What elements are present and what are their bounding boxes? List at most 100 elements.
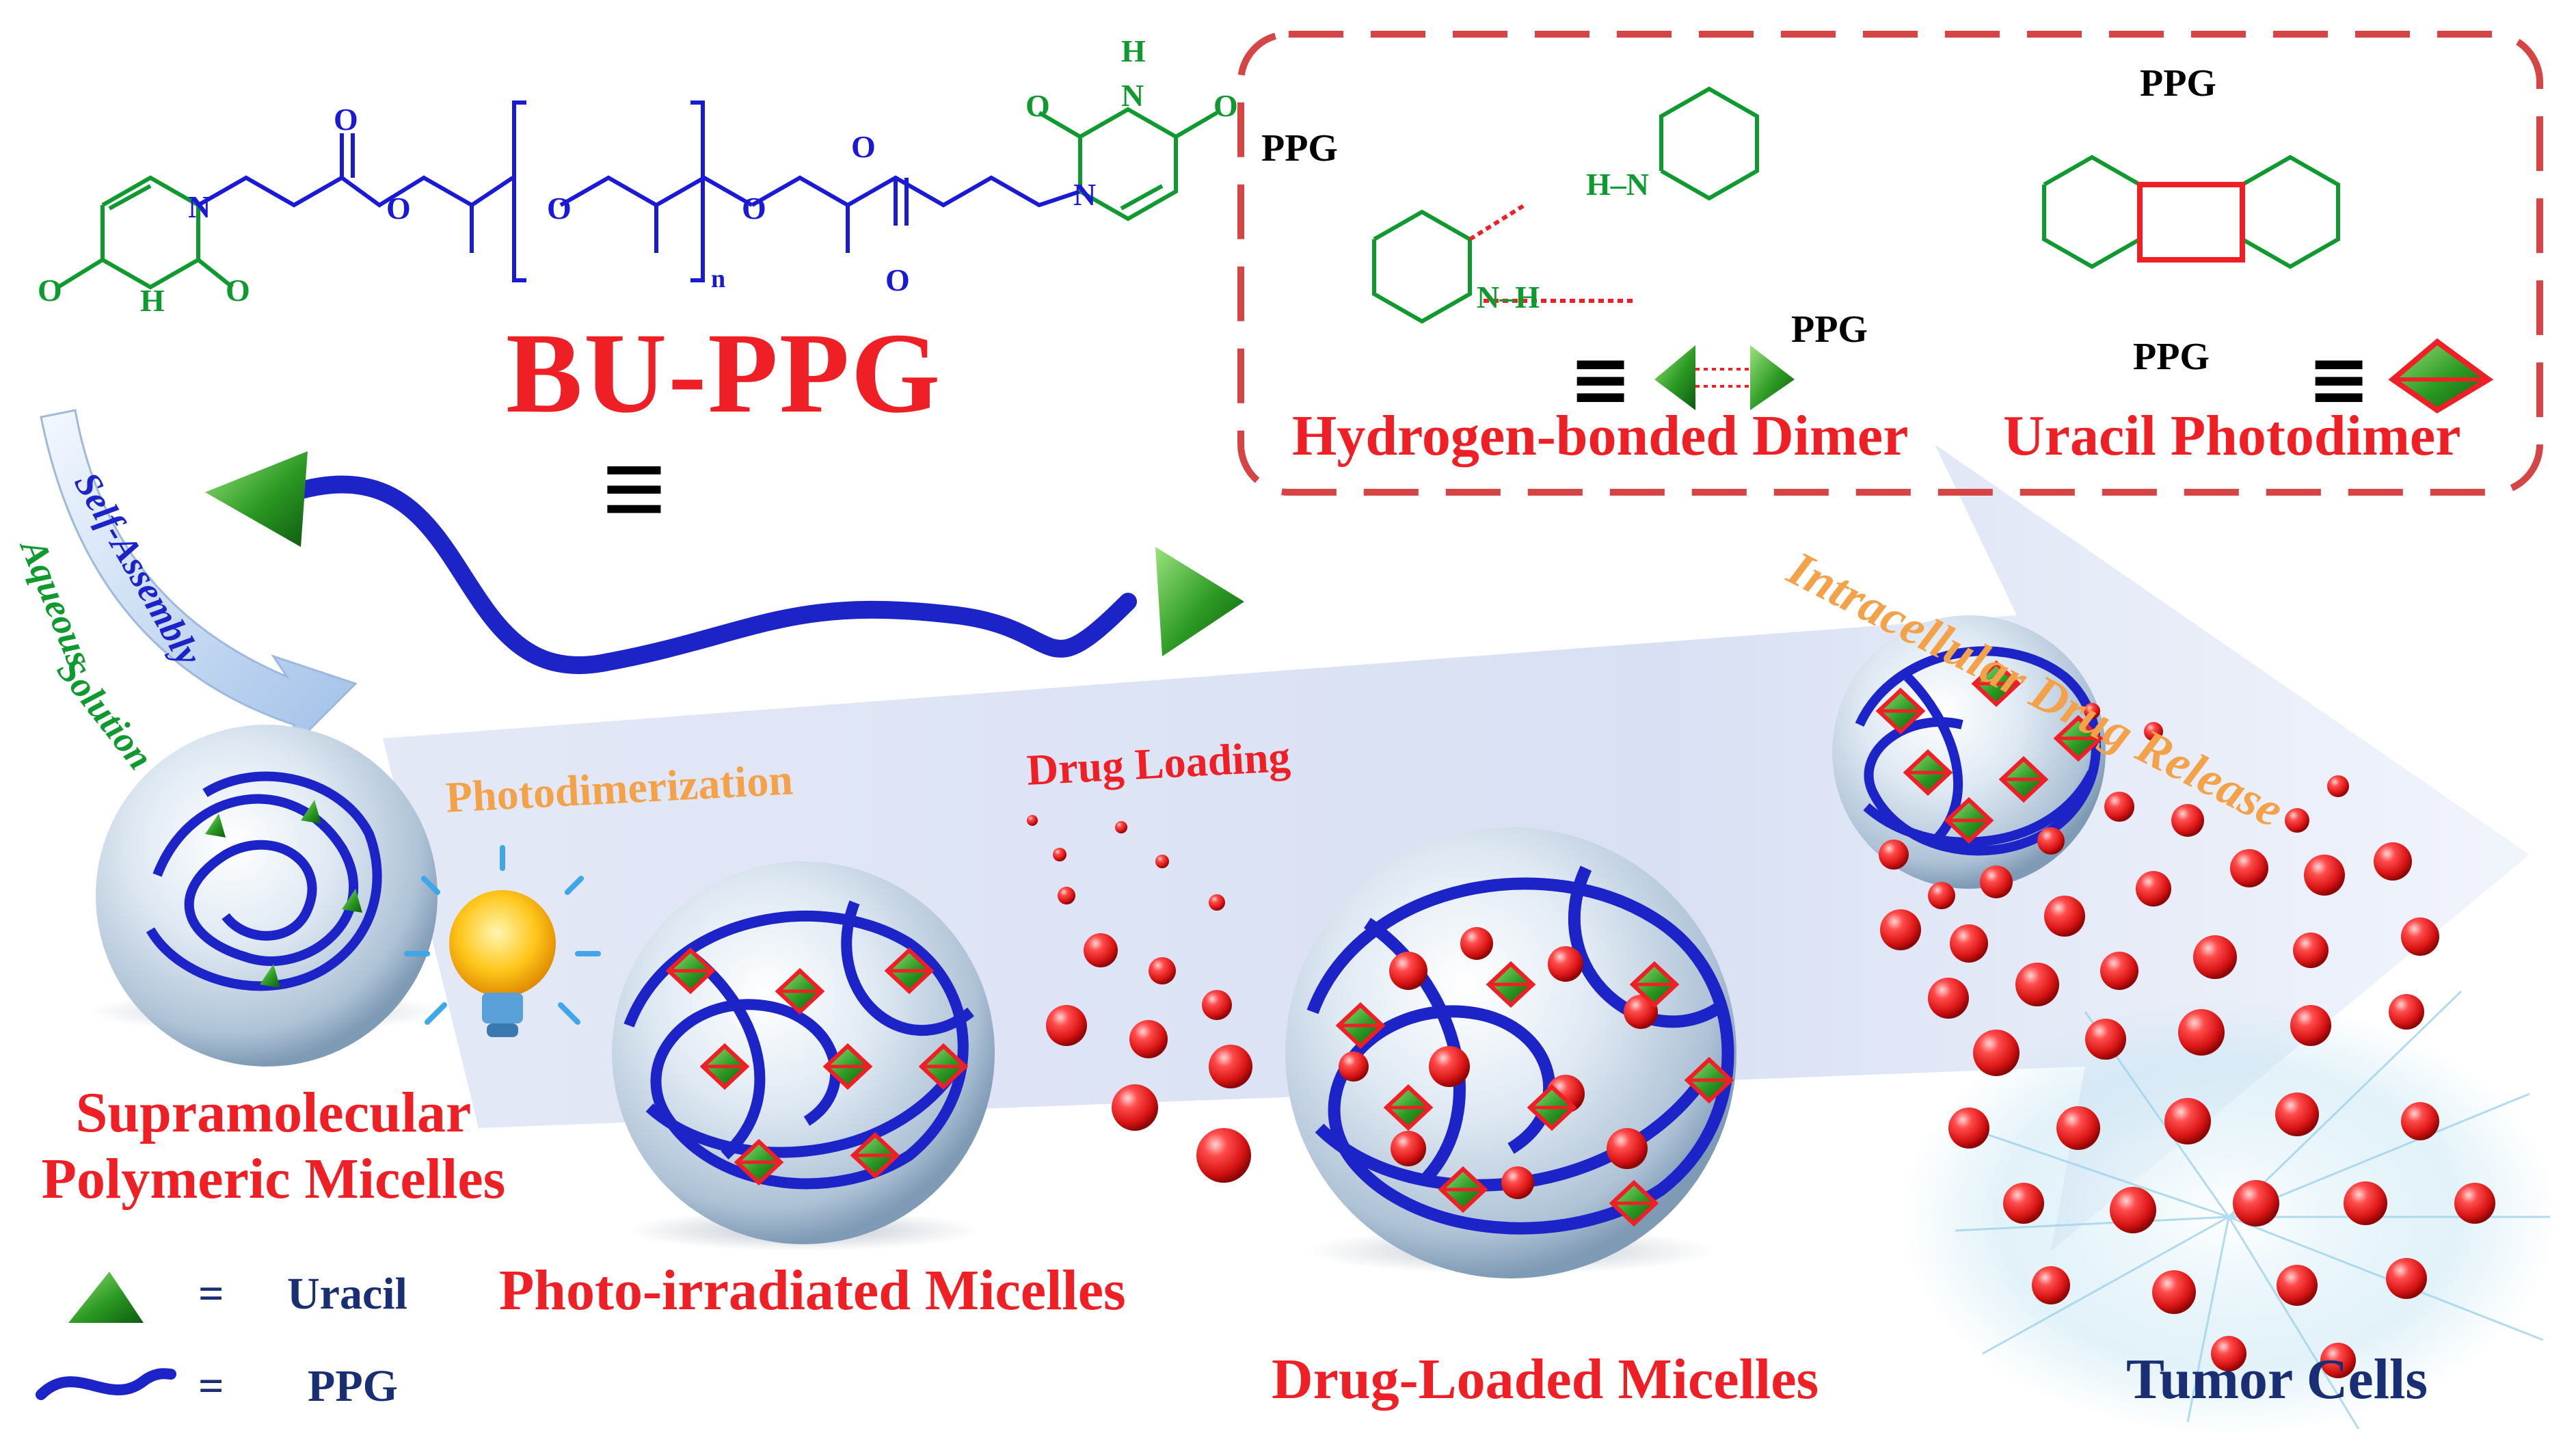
uracil-photodimer-marker xyxy=(775,967,825,1015)
bu-ppg-structure: N H O O O O O n O O O N O N H O xyxy=(38,33,1238,318)
drug-sphere xyxy=(2277,1265,2318,1306)
supramolecular-micelle xyxy=(89,725,444,1067)
drug-sphere xyxy=(2144,722,2163,741)
drug-layer xyxy=(1027,703,2495,1378)
drug-sphere xyxy=(2056,1106,2100,1150)
uracil-photodimer-marker xyxy=(1335,1002,1386,1049)
legend-uracil-label: Uracil xyxy=(287,1269,407,1319)
drug-sphere xyxy=(1624,995,1658,1029)
drug-sphere xyxy=(1115,821,1127,833)
drug-sphere xyxy=(2193,935,2237,979)
drug-sphere xyxy=(1501,1166,1534,1199)
drug-sphere xyxy=(2344,1181,2387,1225)
drug-sphere xyxy=(2285,808,2309,833)
drug-sphere xyxy=(1339,1051,1369,1082)
uracil-photodimer-marker xyxy=(1438,1166,1488,1214)
drug-sphere xyxy=(2230,849,2268,887)
drug-sphere xyxy=(2136,871,2171,907)
uracil-photodimer-marker xyxy=(665,947,716,995)
drug-sphere xyxy=(1196,1128,1251,1183)
uracil-photodimer-marker xyxy=(699,1043,750,1090)
uracil-photodimer-marker xyxy=(1944,796,1994,844)
drug-sphere xyxy=(1429,1046,1470,1087)
drug-sphere xyxy=(2327,775,2349,797)
drug-sphere xyxy=(2304,855,2345,896)
drug-sphere xyxy=(1548,946,1583,982)
ppg-label: PPG xyxy=(1791,308,1868,351)
uracil-photodimer-marker xyxy=(850,1131,900,1179)
drug-sphere xyxy=(2104,792,2134,822)
drug-sphere xyxy=(1209,1045,1252,1088)
atom-o: O xyxy=(1025,88,1050,123)
drug-sphere xyxy=(1880,909,1921,950)
drug-sphere xyxy=(1948,1108,1989,1149)
uracil-triangle-right xyxy=(1155,547,1244,656)
uracil-photodimer-marker xyxy=(1629,961,1680,1008)
drug-sphere xyxy=(1129,1020,1168,1058)
drug-loaded-label: Drug-Loaded Micelles xyxy=(1272,1348,1819,1411)
drug-sphere xyxy=(2015,963,2059,1006)
atom-h: H xyxy=(140,283,165,318)
drug-sphere xyxy=(2164,1098,2211,1144)
uracil-photodimer-marker xyxy=(918,1043,969,1090)
atom-n: N xyxy=(1121,78,1144,113)
atom-o: O xyxy=(885,263,910,297)
ppg-label: PPG xyxy=(2133,336,2210,378)
drug-sphere xyxy=(1053,848,1066,861)
atom-o: O xyxy=(742,191,766,226)
atom-o: O xyxy=(38,273,62,308)
n-h-label: N–H xyxy=(1477,280,1540,314)
drug-sphere xyxy=(2171,804,2204,837)
uracil-photodimer-marker xyxy=(1684,1056,1734,1104)
legend-uracil-icon xyxy=(68,1272,144,1323)
supramolecular-label-line1: Supramolecular xyxy=(75,1081,472,1144)
ppg-label: PPG xyxy=(1261,127,1338,170)
light-bulb-icon xyxy=(404,845,601,1037)
uracil-photodimer-marker xyxy=(822,1043,873,1090)
drug-sphere xyxy=(1928,882,1955,909)
uracil-photodimer-marker xyxy=(1875,687,1926,735)
drug-sphere xyxy=(2374,842,2412,881)
drug-sphere xyxy=(2386,1258,2427,1299)
atom-o: O xyxy=(334,102,358,137)
legend-equals-uracil: = xyxy=(198,1269,224,1319)
drug-sphere xyxy=(2233,1180,2279,1226)
uracil-layer xyxy=(665,660,2104,1227)
uracil-photodimer-marker xyxy=(1609,1179,1659,1227)
drug-sphere xyxy=(1155,855,1169,868)
supramolecular-label-line2: Polymeric Micelles xyxy=(41,1147,506,1211)
drug-sphere xyxy=(2037,827,2065,855)
drug-sphere xyxy=(2152,1270,2196,1314)
hbond-dimer-structure xyxy=(1372,86,1759,324)
drug-sphere xyxy=(2401,1102,2439,1140)
uracil-photodimer-marker xyxy=(1527,1084,1577,1131)
drug-sphere xyxy=(1209,894,1225,911)
uracil-triangle-left xyxy=(205,451,308,547)
atom-o: O xyxy=(226,273,250,308)
drug-sphere xyxy=(2401,917,2439,956)
uracil-photodimer-marker xyxy=(1971,660,2022,708)
drug-sphere xyxy=(1112,1084,1158,1131)
dimer-label: Hydrogen-bonded Dimer xyxy=(1292,404,1909,468)
photodimer-icon xyxy=(2388,338,2494,414)
atom-h: H xyxy=(1121,33,1146,68)
drug-sphere xyxy=(1460,927,1493,960)
legend-ppg-label: PPG xyxy=(308,1361,398,1411)
tumor-cells-label: Tumor Cells xyxy=(2126,1348,2428,1411)
dimer-icon-left xyxy=(1654,345,1695,410)
atom-o: O xyxy=(547,191,572,226)
uracil-photodimer-marker xyxy=(1383,1084,1434,1131)
atom-o: O xyxy=(386,191,411,226)
drug-sphere xyxy=(2084,703,2100,719)
drug-sphere xyxy=(2211,1336,2246,1371)
drug-sphere xyxy=(1973,1030,2020,1076)
photo-irradiated-label: Photo-irradiated Micelles xyxy=(499,1259,1126,1322)
uracil-photodimer-marker xyxy=(2053,714,2104,762)
photodimer-structure xyxy=(2042,155,2340,269)
drug-sphere xyxy=(1046,1005,1087,1046)
legend-ppg-icon xyxy=(36,1368,176,1400)
uracil-photodimer-marker xyxy=(884,947,935,995)
atom-n: N xyxy=(188,189,211,224)
drug-sphere xyxy=(2320,1343,2356,1378)
